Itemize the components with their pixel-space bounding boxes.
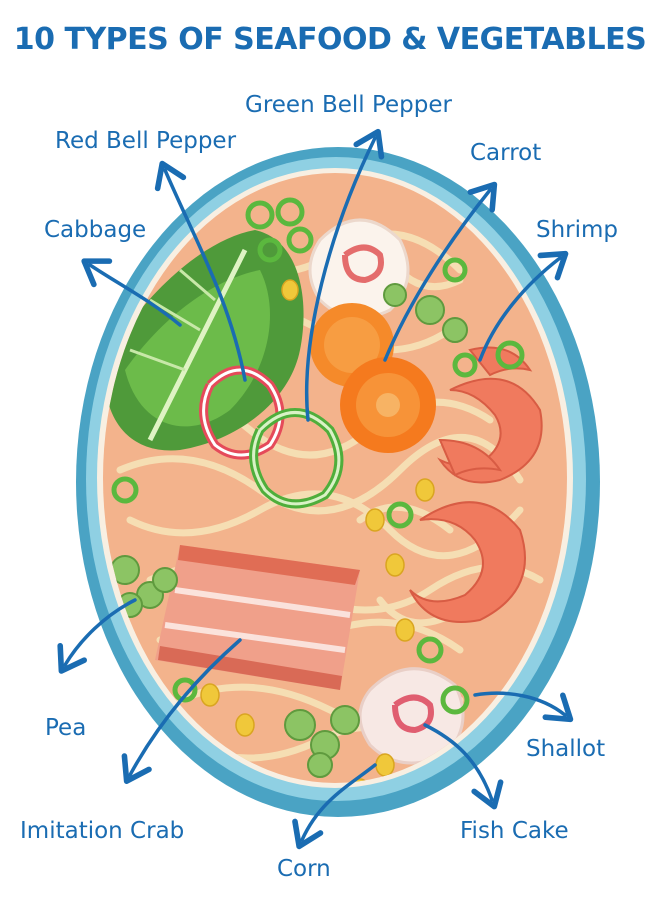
label-cabbage: Cabbage	[44, 217, 147, 243]
carrot-slices	[310, 303, 436, 453]
shrimp	[409, 346, 543, 623]
label-arrows	[57, 128, 574, 850]
bell-pepper-rings	[199, 365, 344, 509]
shallot-rings	[111, 197, 525, 715]
label-imitation-crab: Imitation Crab	[20, 818, 185, 844]
label-corn: Corn	[277, 856, 331, 882]
cabbage	[104, 230, 304, 451]
peas	[110, 283, 468, 778]
label-shallot: Shallot	[526, 736, 606, 762]
label-shrimp: Shrimp	[536, 217, 619, 243]
imitation-crab	[155, 545, 360, 690]
fish-cake-bottom	[358, 667, 465, 765]
label-carrot: Carrot	[470, 140, 542, 166]
page-title: 10 TYPES OF SEAFOOD & VEGETABLES	[13, 22, 647, 57]
label-fish-cake: Fish Cake	[460, 818, 569, 844]
label-green-bell-pepper: Green Bell Pepper	[245, 92, 452, 118]
label-pea: Pea	[45, 715, 87, 741]
label-red-bell-pepper: Red Bell Pepper	[55, 128, 237, 154]
